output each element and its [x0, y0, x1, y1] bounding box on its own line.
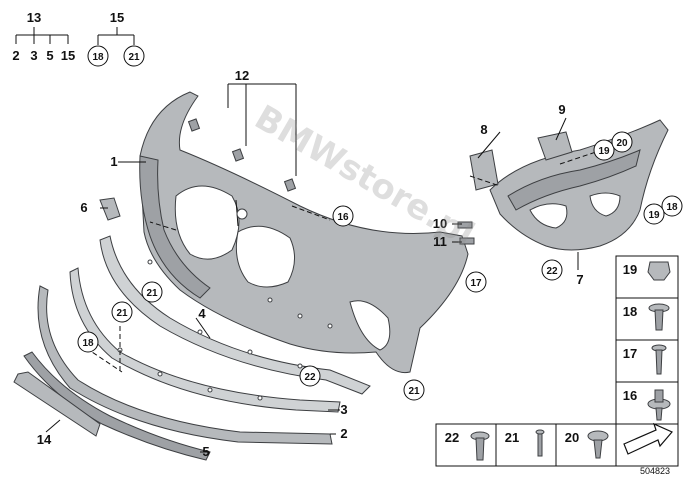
callout-22-bumper: 22 — [304, 372, 316, 383]
label-part-14: 14 — [37, 432, 52, 447]
legend-21: 21 — [505, 430, 519, 445]
part-7-bumper-carrier — [489, 119, 669, 251]
leader-lines — [45, 83, 597, 453]
collar-screw-icon — [647, 389, 671, 421]
callout-21-upper: 21 — [146, 288, 158, 299]
group-15-parent: 15 — [110, 10, 124, 25]
group-15-child-21: 21 — [128, 52, 140, 63]
part-6-tow-hook-cover — [99, 197, 121, 221]
legend-19: 19 — [623, 262, 637, 277]
catalog-number: 504823 — [640, 466, 670, 476]
label-part-9: 9 — [558, 102, 565, 117]
group-13-child-5: 5 — [46, 48, 53, 63]
legend-18: 18 — [623, 304, 637, 319]
part-14-license-plate-bracket — [13, 371, 101, 437]
pin-icon — [535, 429, 545, 457]
legend-20: 20 — [565, 430, 579, 445]
legend-17: 17 — [623, 346, 637, 361]
group-15-header: 15 18 21 — [87, 10, 145, 67]
label-part-11: 11 — [433, 234, 447, 249]
label-part-7: 7 — [576, 272, 583, 287]
group-13-child-3: 3 — [30, 48, 37, 63]
group-13-child-15: 15 — [61, 48, 75, 63]
callout-16: 16 — [337, 212, 349, 223]
label-part-6: 6 — [80, 200, 87, 215]
callout-19-top: 19 — [598, 146, 610, 157]
label-part-5: 5 — [202, 444, 209, 459]
part-8-bracket — [469, 149, 499, 191]
clip-icon — [587, 430, 609, 459]
callout-18-right: 18 — [666, 202, 678, 213]
callout-21-middle: 21 — [116, 308, 128, 319]
part-9-bracket — [537, 131, 573, 161]
label-part-10: 10 — [433, 216, 447, 231]
label-part-2: 2 — [340, 426, 347, 441]
callout-circle — [87, 45, 109, 67]
label-part-12: 12 — [235, 68, 249, 83]
legend-16: 16 — [623, 388, 637, 403]
fastener-legend-side: 19 18 17 16 — [615, 255, 679, 425]
direction-arrow-icon — [623, 422, 673, 455]
callout-17: 17 — [470, 278, 482, 289]
label-part-3: 3 — [340, 402, 347, 417]
part-1-front-bumper — [139, 91, 469, 374]
legend-22: 22 — [445, 430, 459, 445]
screw-icon — [651, 344, 667, 375]
callout-19-right: 19 — [648, 210, 660, 221]
fastener-legend-bottom: 22 21 20 504823 — [435, 422, 679, 476]
part-10-11-clips — [457, 221, 475, 245]
group-13-parent: 13 — [27, 10, 41, 25]
label-part-4: 4 — [198, 306, 206, 321]
callout-20: 20 — [616, 138, 628, 149]
callouts: 16 17 18 18 19 19 20 21 21 21 22 22 — [77, 131, 683, 401]
part-labels: 1 2 3 4 5 6 7 8 9 10 11 12 14 — [37, 68, 584, 459]
label-part-8: 8 — [480, 122, 487, 137]
callout-21-lower: 21 — [408, 386, 420, 397]
group-13-child-2: 2 — [12, 48, 19, 63]
callout-circle — [123, 45, 145, 67]
expanding-rivet-icon — [470, 431, 490, 461]
callout-22-carrier: 22 — [546, 266, 558, 277]
group-13-header: 13 2 3 5 15 — [12, 10, 75, 63]
label-part-1: 1 — [110, 154, 117, 169]
callout-18-left: 18 — [82, 338, 94, 349]
push-rivet-icon — [648, 303, 670, 331]
clip-nut-icon — [647, 261, 671, 281]
group-15-child-18: 18 — [92, 52, 104, 63]
